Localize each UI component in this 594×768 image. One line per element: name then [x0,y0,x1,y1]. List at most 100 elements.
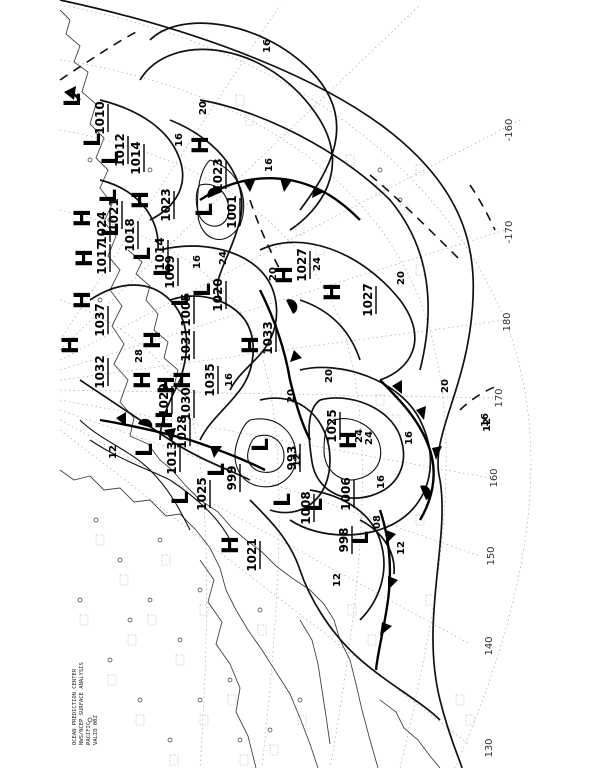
station-report [257,624,267,636]
cold-front-pip [312,186,324,198]
low-centre: L [169,491,194,505]
pressure-value: 1037 [93,303,107,336]
credit-line: VALID 00Z [93,715,99,745]
cold-front-pip [244,178,256,192]
isobar-value: 24 [312,257,323,271]
trough-line [469,184,496,231]
meridian [59,4,281,341]
high-centre: H [155,376,180,394]
station-marker [227,677,233,683]
isobar-value: 12 [292,453,303,467]
station-report [95,534,105,546]
meridian [59,419,471,645]
station-report [127,634,137,646]
isobar-value: 16 [192,255,203,269]
station-marker [297,697,303,703]
isobar [249,499,441,721]
meridian [59,229,506,371]
pressure-value: 1008 [299,491,313,524]
pressure-value: 1021 [245,538,259,571]
pressure-value: 1032 [93,355,107,388]
station-marker [237,737,243,743]
pressure-value: 1013 [165,441,179,474]
low-centre: L [205,463,230,477]
low-centre: L [97,189,122,203]
station-report [235,94,245,106]
cold-front-pip [388,576,398,590]
credit-line: OCEAN PREDICTION CENTER [72,668,78,745]
pressure-value: 1005 [179,293,193,326]
cold-front-pip [392,380,402,394]
low-centre: L [99,223,124,237]
pressure-value: 998 [337,527,351,552]
low-centre: L [349,531,374,545]
cold-front-pip [210,446,222,458]
station-report [297,714,307,726]
isobar [259,241,416,381]
station-report [135,714,145,726]
high-centre: H [239,336,264,354]
pressure-value: 1009 [163,255,177,288]
isobar [169,119,243,301]
meridian [59,429,471,746]
station-report [227,694,237,706]
isobar-value: 16 [174,133,185,147]
isobar-value: 28 [134,349,145,363]
trough-line [249,199,281,271]
station-report [245,114,255,126]
isobar [89,439,231,541]
isobar [79,419,191,531]
occluded-pip [290,350,302,362]
isobar [199,99,429,371]
isobar-value: 08 [372,515,383,529]
station-report [425,594,435,606]
longitude-label: 170 [494,388,505,407]
pressure-value: 993 [285,445,299,470]
pressure-value: 1028 [175,415,189,448]
station-marker [257,607,263,613]
station-report [345,154,355,166]
high-centre: H [273,266,298,284]
latitude-circle [59,209,280,768]
latitude-circle [59,59,447,768]
station-report [315,244,325,256]
isobar-value: 20 [440,379,451,393]
high-centre: H [73,249,98,267]
isobar-value: 12 [396,541,407,555]
station-marker [147,597,153,603]
siberia-coast [59,469,319,768]
longitude-label: -160 [504,119,515,142]
isobar-value: 12 [108,445,119,459]
isobar-value: 24 [354,429,365,443]
trough-line [59,29,141,81]
station-report [347,604,357,616]
isobar [59,0,475,481]
pressure-value: 1012 [113,133,127,166]
pressure-value: 1023 [159,188,173,221]
longitude-label: 130 [484,738,495,757]
isobar [139,48,334,231]
low-centre: L [271,493,296,507]
cold-front-pip [386,530,396,544]
station-report [175,654,185,666]
low-centre: L [131,247,156,261]
pressure-value: 1024 [95,211,109,244]
isobar [99,179,159,251]
isobar [149,22,338,211]
warm-front-pip [207,187,222,198]
low-centre: L [133,443,158,457]
meridian [59,389,496,399]
isobar [247,434,285,473]
latitude-circle [59,129,363,768]
station-marker [167,737,173,743]
isobar-value: 16 [262,39,273,53]
observation-texture [79,94,475,766]
isobar-value: 16 [264,158,275,172]
station-report [107,674,117,686]
longitude-label: 150 [486,546,497,565]
pressure-value: 1014 [153,237,167,270]
station-report [199,714,209,726]
pressure-value: 1014 [129,141,143,174]
isobar [432,479,463,768]
high-centre: H [189,136,214,154]
